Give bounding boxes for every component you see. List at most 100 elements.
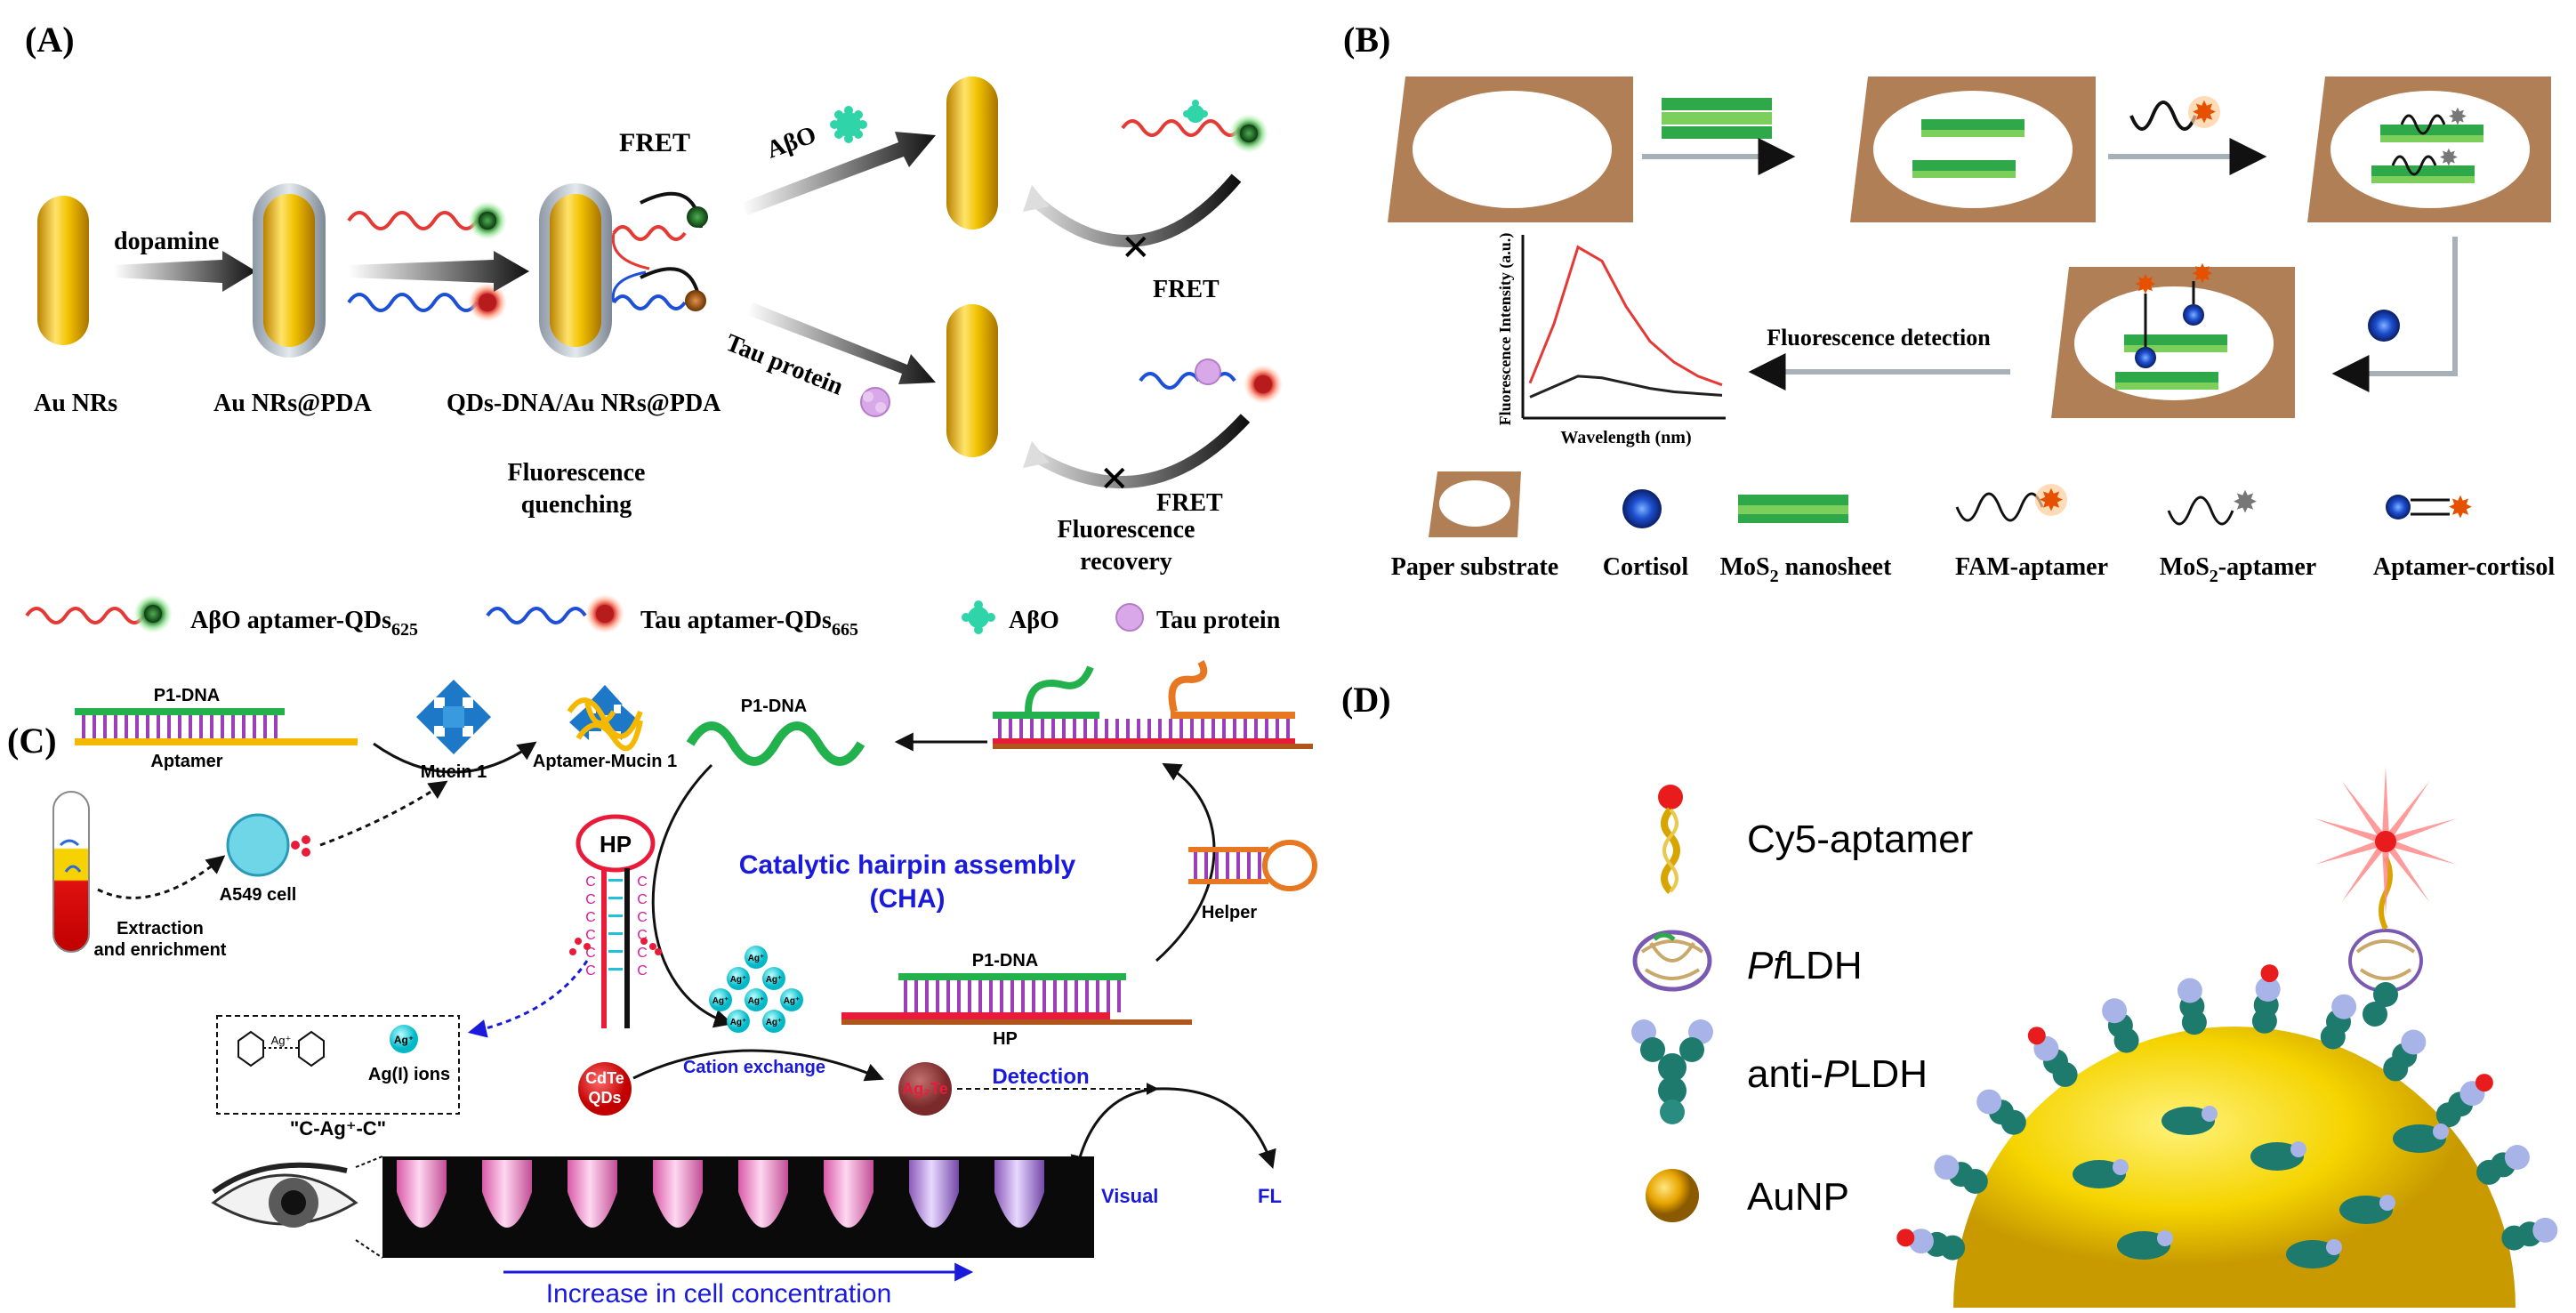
legend-mos2-c bbox=[1738, 514, 1848, 523]
duplex-rungs-top-right bbox=[998, 719, 1290, 738]
aunp-legend-icon bbox=[1646, 1169, 1699, 1222]
recovered-red-qd bbox=[1254, 375, 1272, 393]
recovery-label-1: Fluorescence bbox=[1058, 516, 1195, 544]
antibody-domain bbox=[1908, 1228, 1934, 1254]
base-pair-rung bbox=[125, 715, 128, 738]
base-pair-rung bbox=[1158, 719, 1162, 738]
legend-fam-strand bbox=[1955, 492, 2044, 522]
surface-antibody-head bbox=[2379, 1195, 2395, 1211]
au-nanorod-pda bbox=[263, 194, 315, 347]
base-pair-rung bbox=[1147, 719, 1151, 738]
fret-curve-head-top bbox=[1023, 185, 1050, 212]
base-pair-rung bbox=[1019, 719, 1023, 738]
base-pair-rung bbox=[157, 715, 160, 738]
pfldh-icon bbox=[1632, 930, 1712, 992]
base-pair-rung bbox=[1117, 980, 1121, 1012]
base-pair-rung bbox=[1094, 719, 1098, 738]
dopamine-arrow bbox=[114, 251, 256, 292]
p1dna-strand bbox=[75, 708, 285, 715]
aunp-sphere bbox=[1953, 1027, 2516, 1308]
cytosine-label: C bbox=[637, 946, 648, 961]
antibody-domain bbox=[2401, 1029, 2427, 1055]
ag-ion bbox=[762, 1010, 785, 1033]
cytosine-label: C bbox=[637, 910, 648, 925]
legend-red-qd bbox=[596, 605, 614, 623]
recovery-label-2: recovery bbox=[1080, 548, 1172, 576]
base-pair-rung bbox=[1190, 719, 1194, 738]
helper-bottom-strand bbox=[1188, 879, 1268, 884]
mos2-sheet-4b bbox=[2124, 345, 2227, 352]
ag-ions-label: Ag(I) ions bbox=[368, 1065, 450, 1084]
base-pair-rung bbox=[1085, 980, 1089, 1012]
antibody-domain bbox=[2177, 978, 2202, 1003]
surface-antibody-head bbox=[2433, 1124, 2449, 1140]
base-pair-rung bbox=[210, 715, 213, 738]
hp-loop bbox=[576, 814, 656, 873]
step-arrow-3 bbox=[2331, 237, 2458, 392]
au-nrs-label: Au NRs bbox=[34, 390, 117, 417]
series-line-after-cortisol bbox=[1528, 245, 1723, 387]
p1dna-left-label: P1-DNA bbox=[154, 686, 220, 705]
anti-pldh-label: anti-PLDH bbox=[1747, 1052, 1928, 1096]
cytosine-label: C bbox=[585, 892, 596, 907]
legend-cortisol-label: Cortisol bbox=[1603, 553, 1689, 581]
base-pair-rung bbox=[1254, 719, 1258, 738]
base-pair-rung bbox=[608, 914, 623, 917]
base-pair-rung bbox=[1201, 719, 1204, 738]
antibody-tip bbox=[1896, 1228, 1915, 1247]
tau-branch-arrow bbox=[747, 302, 936, 384]
helper-rungs bbox=[1194, 852, 1261, 879]
legend-abo-icon bbox=[962, 600, 995, 634]
base-pair-rung bbox=[1042, 980, 1046, 1012]
legend-abo-label: AβO bbox=[1009, 607, 1059, 634]
base-pair-rung bbox=[242, 715, 246, 738]
cortisol-added-icon bbox=[2368, 310, 2400, 342]
fluorescence-spectrum-chart: Wavelength (nm) Fluorescence Intensity (… bbox=[1496, 233, 1726, 447]
ag-ion-text: Ag⁺ bbox=[766, 1018, 783, 1027]
legend-mos2-b bbox=[1738, 505, 1848, 514]
p1dna-free-strand bbox=[686, 721, 865, 766]
sample-tube bbox=[482, 1160, 532, 1228]
antibody-tip bbox=[2475, 1074, 2493, 1092]
legend-apt-cort-ball bbox=[2386, 495, 2411, 520]
base-pair-rung bbox=[231, 715, 235, 738]
hp-label: HP bbox=[600, 831, 632, 858]
base-pair-rung bbox=[608, 897, 623, 899]
extraction-label-2: and enrichment bbox=[94, 940, 227, 960]
base-pair-rung bbox=[114, 715, 117, 738]
released-abo-strand bbox=[1121, 119, 1203, 137]
base-pair-rung bbox=[146, 715, 149, 738]
cytosine-label: C bbox=[585, 874, 596, 890]
p1dna-right-label: P1-DNA bbox=[972, 951, 1038, 971]
base-pair-rung bbox=[1062, 719, 1066, 738]
binding-arrow bbox=[373, 741, 537, 774]
base-pair-rung bbox=[1247, 852, 1251, 879]
cytosine-label: C bbox=[585, 946, 596, 961]
hp-stem-right bbox=[624, 868, 630, 1028]
cha-hp-strand-lower bbox=[841, 1019, 1192, 1025]
ag-ion-text: Ag⁺ bbox=[748, 996, 765, 1006]
eye-line-top bbox=[355, 1156, 383, 1168]
base-pair-rung bbox=[1073, 719, 1076, 738]
base-pair-rung bbox=[1075, 980, 1078, 1012]
sample-tube bbox=[994, 1160, 1044, 1228]
cytosine-label: C bbox=[585, 910, 596, 925]
base-pair-rung bbox=[103, 715, 107, 738]
quenched-brown-qd bbox=[685, 290, 706, 311]
quenched-green-qd bbox=[687, 206, 708, 228]
base-pair-rung bbox=[1276, 719, 1279, 738]
base-pair-rung bbox=[989, 980, 993, 1012]
mos2-sheet-2b bbox=[1921, 130, 2025, 137]
base-pair-rung bbox=[1126, 719, 1130, 738]
cag-box bbox=[216, 1015, 460, 1115]
ag2te-qd-icon bbox=[898, 1062, 952, 1116]
paper-well-3 bbox=[2330, 91, 2530, 208]
cag-structure-icon bbox=[237, 1030, 325, 1067]
au-nanorod-bare bbox=[37, 196, 89, 345]
base-pair-rung bbox=[1194, 852, 1197, 879]
legend-paper-label: Paper substrate bbox=[1391, 553, 1558, 581]
bound-cortisol-1 bbox=[2135, 347, 2156, 368]
legend-tau-aptamer-label: Tau aptamer-QDs665 bbox=[640, 607, 858, 640]
cell-marker-3 bbox=[302, 848, 310, 857]
panel-a-legend: AβO aptamer-QDs625 Tau aptamer-QDs665 Aβ… bbox=[25, 594, 1281, 640]
